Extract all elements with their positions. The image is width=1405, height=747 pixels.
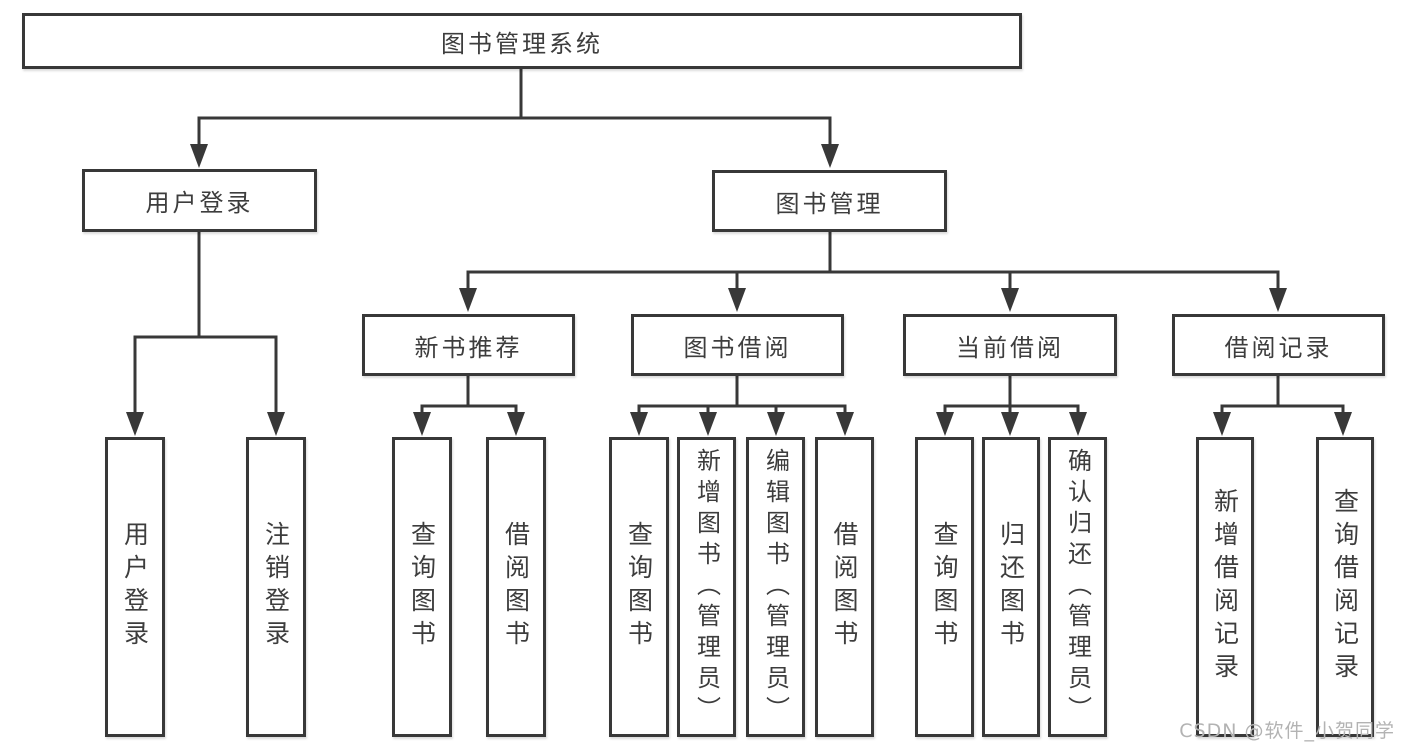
leaf-borrow-books-recommend: 借阅图书 [486,437,546,737]
node-current-borrow: 当前借阅 [903,314,1117,376]
leaf-borrow-books: 借阅图书 [815,437,874,737]
node-book-borrow: 图书借阅 [631,314,844,376]
leaf-query-books-recommend: 查询图书 [392,437,452,737]
leaf-confirm-return-admin: 确认归还（管理员） [1048,437,1107,737]
node-new-book-recommend: 新书推荐 [362,314,575,376]
leaf-query-books-current: 查询图书 [915,437,974,737]
node-library-system: 图书管理系统 [22,13,1022,69]
leaf-query-borrow-record: 查询借阅记录 [1316,437,1374,737]
arrowheads [126,144,1352,436]
leaf-logout: 注销登录 [246,437,306,737]
node-book-management: 图书管理 [712,170,947,232]
leaf-add-borrow-record: 新增借阅记录 [1196,437,1254,737]
leaf-add-book-admin: 新增图书（管理员） [677,437,736,737]
node-user-login: 用户登录 [82,169,317,232]
leaf-query-books-borrow: 查询图书 [609,437,669,737]
leaf-user-login: 用户登录 [105,437,165,737]
leaf-edit-book-admin: 编辑图书（管理员） [746,437,805,737]
leaf-return-book: 归还图书 [982,437,1040,737]
csdn-watermark: CSDN @软件_小贺同学 [1179,720,1395,742]
node-borrow-records: 借阅记录 [1172,314,1385,376]
